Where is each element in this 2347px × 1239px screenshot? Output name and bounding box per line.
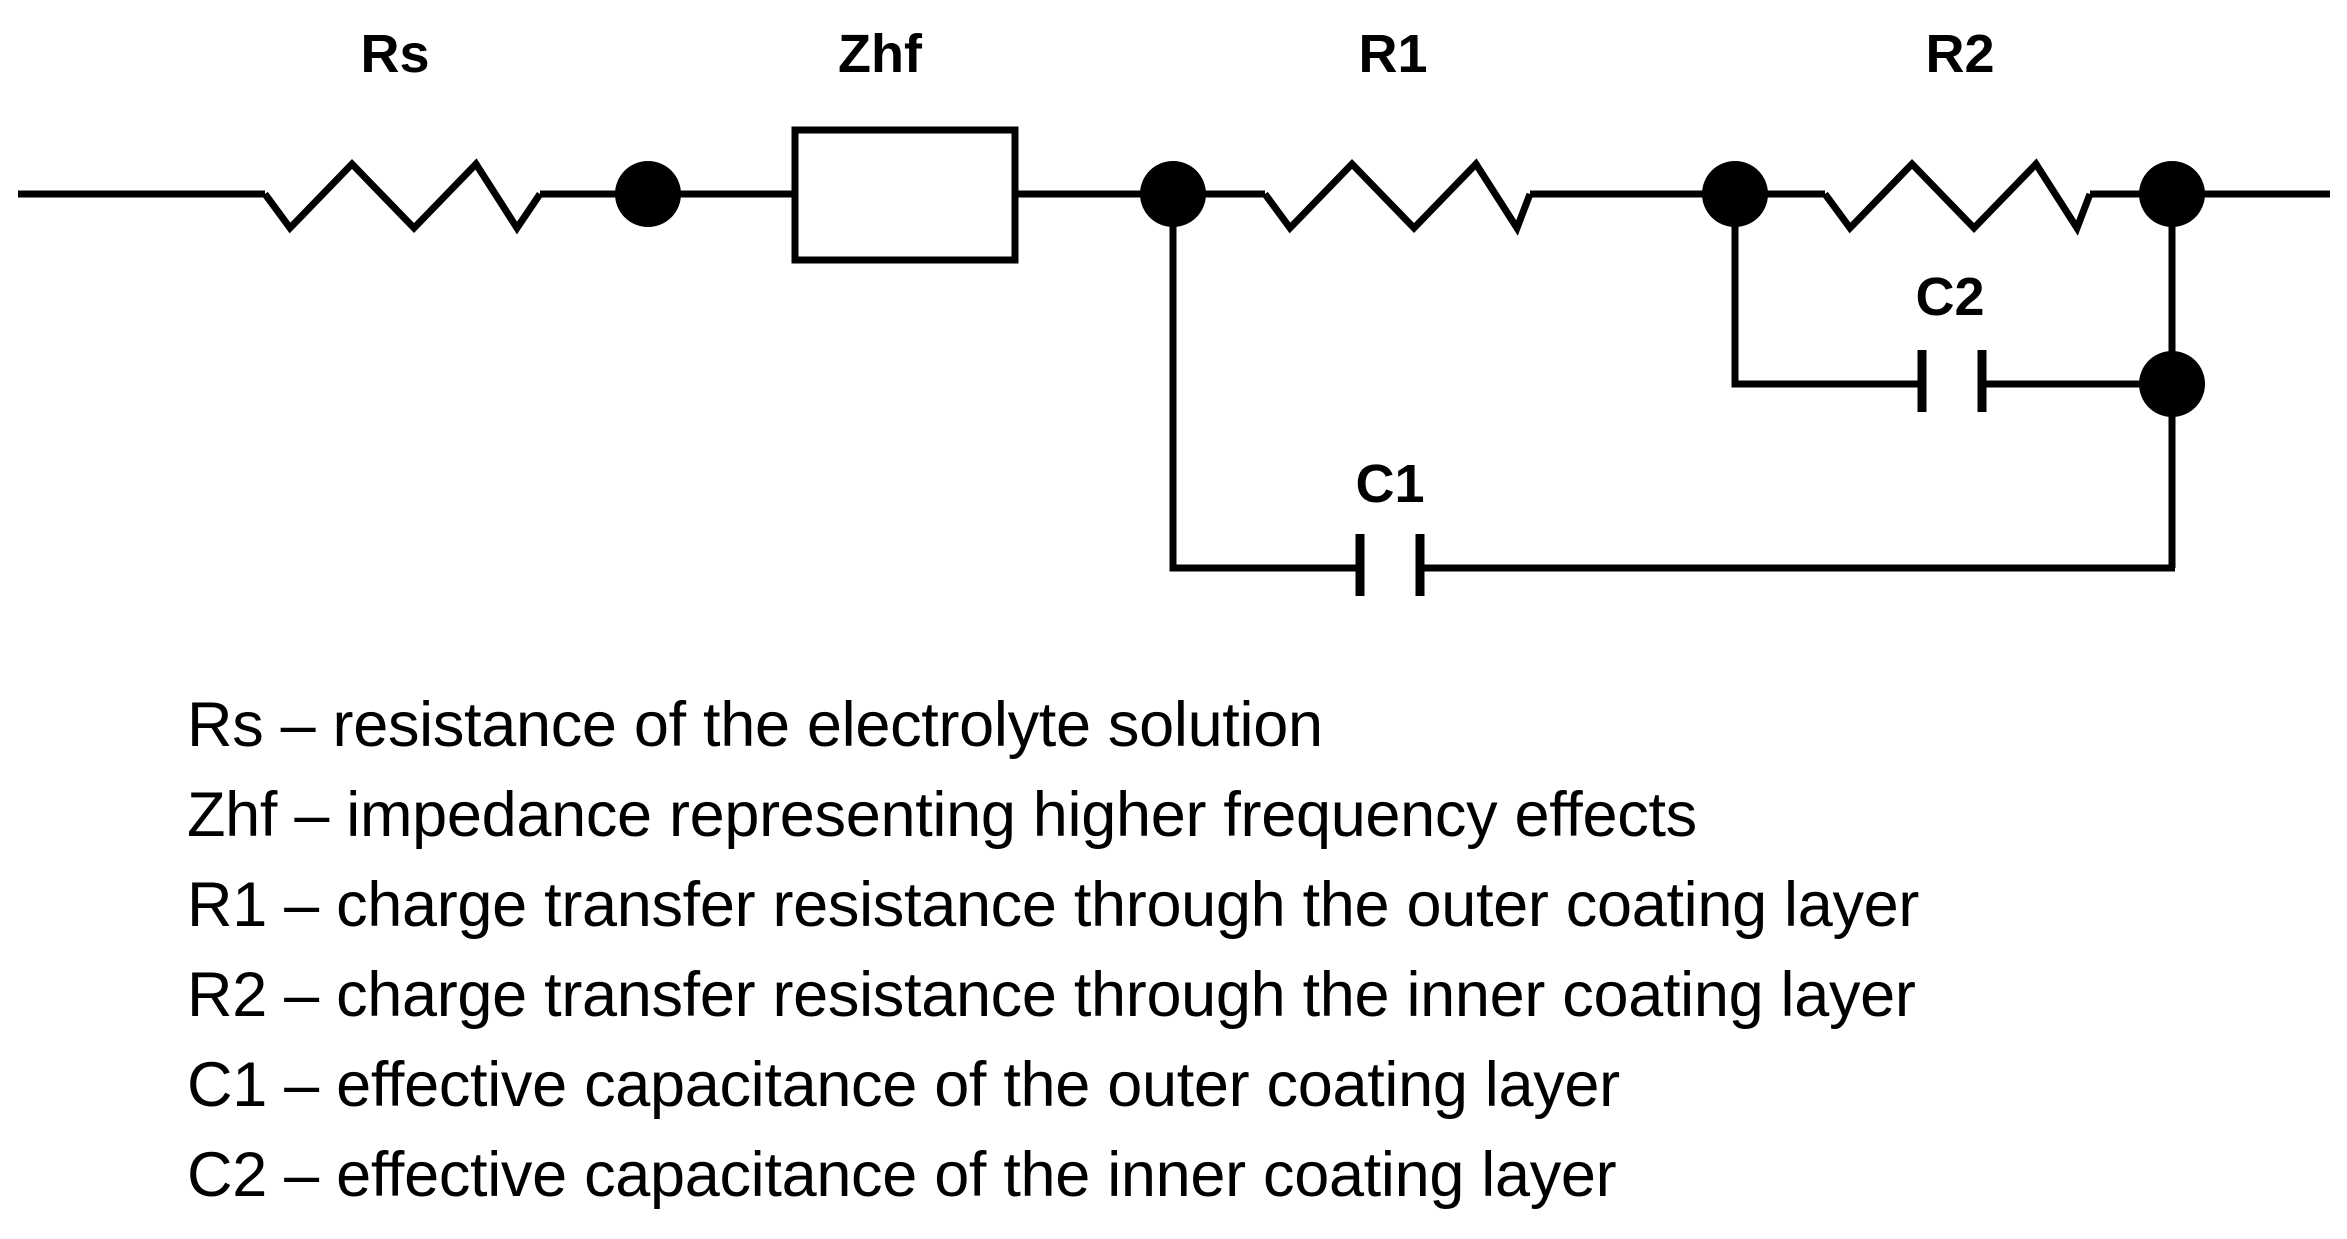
junction-node bbox=[2139, 161, 2205, 227]
label-r1: R1 bbox=[1358, 24, 1427, 84]
component-legend: Rs – resistance of the electrolyte solut… bbox=[187, 680, 1919, 1220]
impedance-zhf bbox=[791, 126, 1019, 264]
legend-item-zhf: Zhf – impedance representing higher freq… bbox=[187, 780, 1697, 850]
legend-item-rs: Rs – resistance of the electrolyte solut… bbox=[187, 690, 1323, 760]
junction-node bbox=[1140, 161, 1206, 227]
label-c1: C1 bbox=[1355, 454, 1424, 514]
legend-item-c1: C1 – effective capacitance of the outer … bbox=[187, 1050, 1620, 1120]
junction-node bbox=[2139, 351, 2205, 417]
legend-item-r1: R1 – charge transfer resistance through … bbox=[187, 870, 1920, 940]
wire-c1-left bbox=[1169, 194, 1358, 572]
resistor-r2 bbox=[1822, 158, 2094, 236]
resistor-r1 bbox=[1262, 158, 1534, 236]
label-c2: C2 bbox=[1915, 267, 1984, 327]
resistor-rs bbox=[262, 158, 543, 235]
equivalent-circuit-diagram: Rs Zhf R1 R2 C2 C1 bbox=[18, 24, 2330, 596]
junction-node bbox=[1702, 161, 1768, 227]
wire-c2-left bbox=[1731, 194, 1920, 388]
label-r2: R2 bbox=[1925, 24, 1994, 84]
legend-item-r2: R2 – charge transfer resistance through … bbox=[187, 960, 1916, 1030]
legend-item-c2: C2 – effective capacitance of the inner … bbox=[187, 1140, 1617, 1210]
label-rs: Rs bbox=[360, 24, 429, 84]
junction-node bbox=[615, 161, 681, 227]
label-zhf: Zhf bbox=[838, 24, 923, 84]
